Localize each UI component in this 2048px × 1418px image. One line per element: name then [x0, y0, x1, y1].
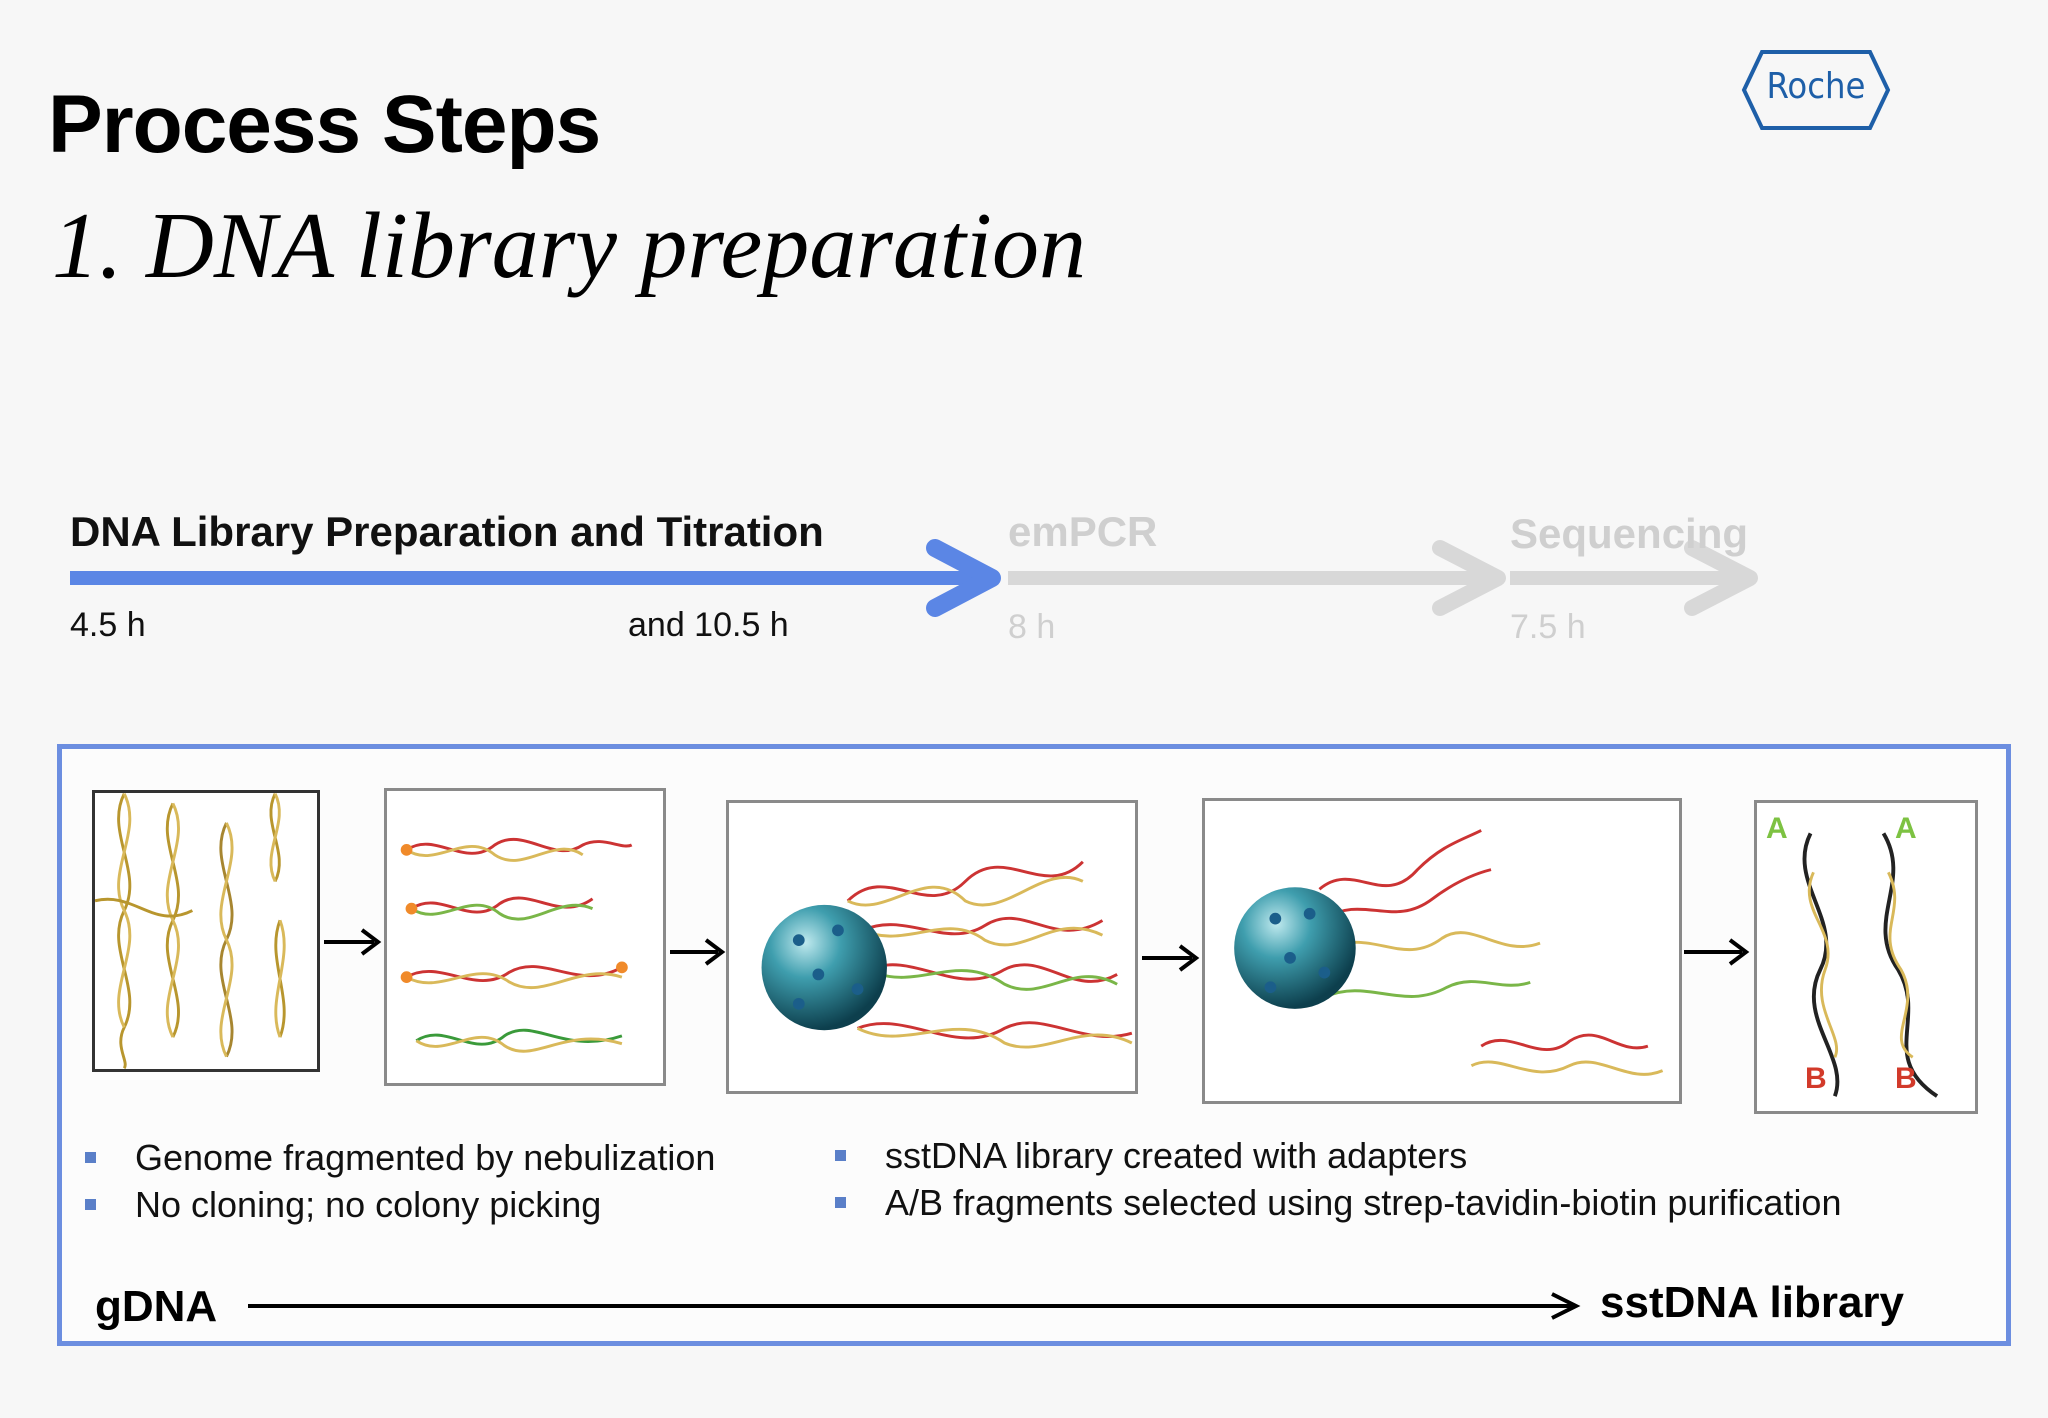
bullets-left: Genome fragmented by nebulization No clo…	[85, 1134, 715, 1228]
bullet-item: Genome fragmented by nebulization	[85, 1134, 715, 1181]
start-label-gdna: gDNA	[95, 1282, 217, 1332]
adapter-label-b-right: B	[1895, 1062, 1917, 1096]
step-label-empcr: emPCR	[1008, 508, 1157, 556]
bead-with-ssdna-image	[1202, 798, 1682, 1104]
adapter-label-b-left: B	[1805, 1062, 1827, 1096]
adapter-label-a-left: A	[1766, 812, 1788, 846]
bullet-item: sstDNA library created with adapters	[835, 1132, 1841, 1179]
genomic-dna-strands-image	[92, 790, 320, 1072]
adapter-label-a-right: A	[1895, 812, 1917, 846]
flow-arrow-2	[668, 932, 728, 972]
bead-with-dsdna-image	[726, 800, 1138, 1094]
step-time-library-prep-start: 4.5 h	[70, 606, 146, 645]
bullet-item: No cloning; no colony picking	[85, 1181, 715, 1228]
step-time-sequencing: 7.5 h	[1510, 608, 1586, 647]
bullet-item: A/B fragments selected using strep-tavid…	[835, 1179, 1841, 1226]
process-timeline	[0, 0, 2048, 700]
flow-arrow-3	[1140, 938, 1202, 978]
ab-fragments-image	[1754, 800, 1978, 1114]
step-label-sequencing: Sequencing	[1510, 510, 1748, 558]
end-label-sstdna-library: sstDNA library	[1600, 1278, 1904, 1328]
gdna-to-library-arrow	[246, 1288, 1586, 1324]
step-time-library-prep-end: and 10.5 h	[628, 606, 789, 645]
flow-arrow-4	[1682, 932, 1752, 972]
fragments-with-adapters-image	[384, 788, 666, 1086]
bullets-right: sstDNA library created with adapters A/B…	[835, 1132, 1841, 1226]
step-time-empcr: 8 h	[1008, 608, 1055, 647]
flow-arrow-1	[322, 922, 384, 962]
step-label-library-prep: DNA Library Preparation and Titration	[70, 508, 824, 556]
